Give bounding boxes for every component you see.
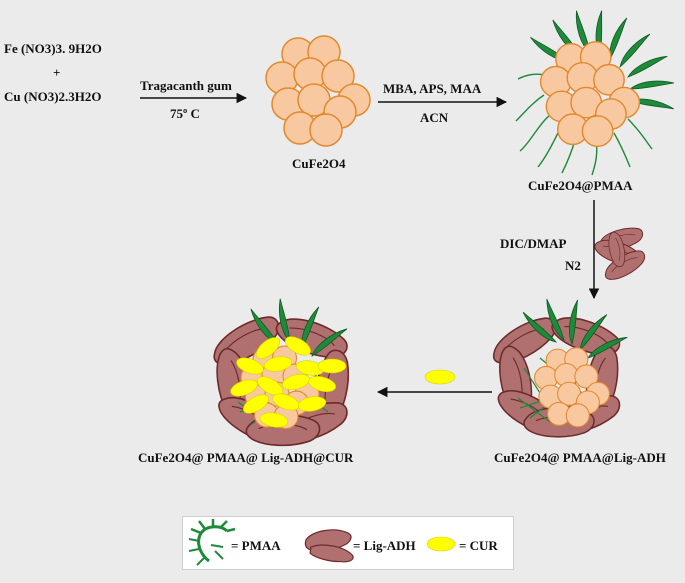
step1-condition: 75º C (170, 106, 200, 121)
step2-reagents: MBA, APS, MAA (383, 81, 482, 96)
plus-sign: + (53, 65, 60, 80)
legend: = PMAA = Lig-ADH = CUR (182, 516, 514, 570)
legend-pmaa-label: = PMAA (231, 538, 281, 553)
cufe2o4-cluster (266, 36, 370, 146)
cur-reagent-icon (424, 369, 456, 385)
step1-reagent: Tragacanth gum (140, 78, 232, 93)
product-cufe2o4-label: CuFe2O4 (292, 156, 346, 171)
pmaa-legend-icon (188, 519, 236, 566)
step3-reagents: DIC/DMAP (500, 236, 566, 251)
step2-solvent: ACN (420, 110, 449, 125)
product-cufe2o4-pmaa-label: CuFe2O4@PMAA (528, 178, 633, 193)
lignin-adh-icon (591, 223, 650, 286)
product-cufe2o4-pmaa-lig-label: CuFe2O4@ PMAA@Lig-ADH (494, 450, 666, 465)
lig-adh-legend-icon (304, 529, 354, 563)
legend-lig-label: = Lig-ADH (353, 538, 416, 553)
cur-legend-icon (426, 536, 456, 552)
reactant-copper-nitrate: Cu (NO3)2.3H2O (4, 89, 102, 104)
cufe2o4-pmaa-lig-cur-particle (205, 297, 355, 453)
cufe2o4-pmaa-lig-particle (485, 297, 630, 443)
cufe2o4-pmaa-particle (515, 9, 675, 176)
step3-atmosphere: N2 (565, 258, 581, 273)
legend-cur-label: = CUR (459, 538, 498, 553)
reactant-iron-nitrate: Fe (NO3)3. 9H2O (4, 41, 102, 56)
product-final-label: CuFe2O4@ PMAA@ Lig-ADH@CUR (138, 450, 354, 465)
